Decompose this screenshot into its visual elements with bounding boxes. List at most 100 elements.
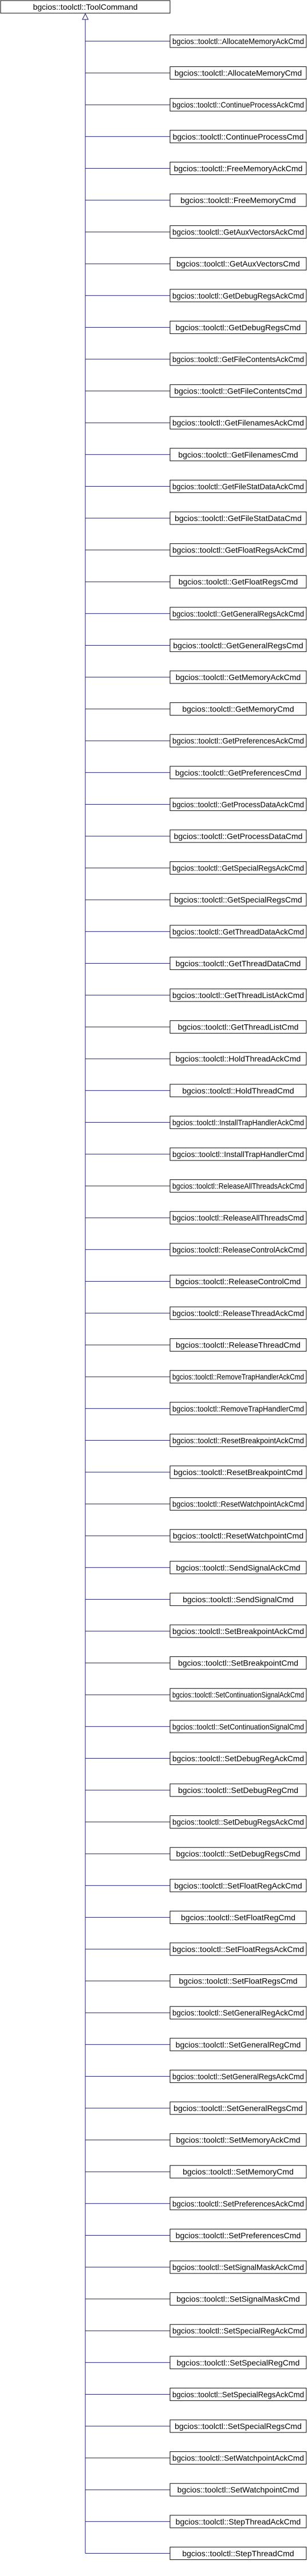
derived-class-node[interactable]: bgcios::toolctl::SetBreakpointCmd [169,1656,307,1670]
derived-class-node[interactable]: bgcios::toolctl::GetFilenamesAckCmd [169,416,307,430]
derived-class-node[interactable]: bgcios::toolctl::SetBreakpointAckCmd [169,1624,307,1638]
derived-class-label: bgcios::toolctl::SetPreferencesAckCmd [172,2199,304,2208]
derived-class-box [169,416,307,430]
derived-class-node[interactable]: bgcios::toolctl::SetMemoryAckCmd [169,2133,307,2147]
derived-class-node[interactable]: bgcios::toolctl::SetGeneralRegAckCmd [169,2006,307,2020]
derived-class-node[interactable]: bgcios::toolctl::ContinueProcessCmd [169,130,307,144]
derived-class-node[interactable]: bgcios::toolctl::StepThreadCmd [169,2546,307,2560]
derived-class-box [169,2197,307,2211]
derived-class-node[interactable]: bgcios::toolctl::SetGeneralRegsCmd [169,2101,307,2115]
derived-class-node[interactable]: bgcios::toolctl::InstallTrapHandlerAckCm… [169,1115,307,1129]
derived-class-node[interactable]: bgcios::toolctl::SetGeneralRegCmd [169,2038,307,2052]
derived-class-label: bgcios::toolctl::GetFilenamesCmd [178,450,298,459]
base-class-node[interactable]: bgcios::toolctl::ToolCommand [0,0,171,14]
derived-class-node[interactable]: bgcios::toolctl::ResetBreakpointAckCmd [169,1433,307,1447]
derived-class-node[interactable]: bgcios::toolctl::GetProcessDataCmd [169,829,307,843]
derived-class-node[interactable]: bgcios::toolctl::RemoveTrapHandlerCmd [169,1402,307,1416]
derived-class-node[interactable]: bgcios::toolctl::GetSpecialRegsAckCmd [169,861,307,875]
derived-class-node[interactable]: bgcios::toolctl::GetMemoryCmd [169,702,307,716]
derived-class-node[interactable]: bgcios::toolctl::GetGeneralRegsCmd [169,638,307,652]
derived-class-node[interactable]: bgcios::toolctl::SetDebugRegAckCmd [169,1751,307,1765]
derived-class-node[interactable]: bgcios::toolctl::GetThreadListCmd [169,1020,307,1034]
derived-class-node[interactable]: bgcios::toolctl::SendSignalCmd [169,1592,307,1606]
derived-class-box [169,893,307,907]
derived-class-node[interactable]: bgcios::toolctl::SetFloatRegCmd [169,1910,307,1924]
derived-class-node[interactable]: bgcios::toolctl::GetPreferencesCmd [169,766,307,780]
derived-class-node[interactable]: bgcios::toolctl::GetMemoryAckCmd [169,670,307,684]
derived-class-box [169,861,307,875]
derived-class-label: bgcios::toolctl::InstallTrapHandlerAckCm… [172,1118,304,1127]
derived-class-node[interactable]: bgcios::toolctl::StepThreadAckCmd [169,2515,307,2529]
derived-class-label: bgcios::toolctl::GetPreferencesCmd [175,768,301,777]
derived-class-node[interactable]: bgcios::toolctl::ReleaseThreadAckCmd [169,1306,307,1320]
derived-class-node[interactable]: bgcios::toolctl::ReleaseThreadCmd [169,1338,307,1352]
derived-class-node[interactable]: bgcios::toolctl::HoldThreadAckCmd [169,1052,307,1066]
derived-class-box [169,1433,307,1447]
derived-class-node[interactable]: bgcios::toolctl::ReleaseControlCmd [169,1274,307,1288]
derived-class-node[interactable]: bgcios::toolctl::SetDebugRegsAckCmd [169,1815,307,1829]
derived-class-node[interactable]: bgcios::toolctl::SetSpecialRegAckCmd [169,2324,307,2338]
derived-class-node[interactable]: bgcios::toolctl::SetSignalMaskCmd [169,2292,307,2306]
derived-class-node[interactable]: bgcios::toolctl::ResetWatchpointAckCmd [169,1497,307,1511]
derived-class-node[interactable]: bgcios::toolctl::GetFileContentsAckCmd [169,352,307,366]
derived-class-node[interactable]: bgcios::toolctl::GetSpecialRegsCmd [169,893,307,907]
derived-class-label: bgcios::toolctl::ContinueProcessAckCmd [172,100,304,109]
derived-class-node[interactable]: bgcios::toolctl::GetThreadListAckCmd [169,988,307,1002]
derived-class-node[interactable]: bgcios::toolctl::RemoveTrapHandlerAckCmd [169,1370,307,1384]
derived-class-box [169,734,307,748]
derived-class-box [169,543,307,557]
derived-class-node[interactable]: bgcios::toolctl::GetAuxVectorsCmd [169,257,307,271]
derived-class-node[interactable]: bgcios::toolctl::GetFloatRegsAckCmd [169,543,307,557]
derived-class-node[interactable]: bgcios::toolctl::SetMemoryCmd [169,2165,307,2179]
derived-class-node[interactable]: bgcios::toolctl::SetContinuationSignalAc… [169,1688,307,1702]
derived-class-label: bgcios::toolctl::GetFloatRegsAckCmd [172,546,304,555]
derived-class-node[interactable]: bgcios::toolctl::SetPreferencesCmd [169,2228,307,2242]
derived-class-node[interactable]: bgcios::toolctl::FreeMemoryCmd [169,193,307,207]
derived-class-box [169,1974,307,1988]
derived-class-node[interactable]: bgcios::toolctl::SetFloatRegsCmd [169,1974,307,1988]
derived-class-label: bgcios::toolctl::GetThreadListCmd [178,1023,299,1032]
derived-class-box [169,352,307,366]
derived-class-node[interactable]: bgcios::toolctl::GetProcessDataAckCmd [169,797,307,811]
derived-class-node[interactable]: bgcios::toolctl::ContinueProcessAckCmd [169,98,307,112]
derived-class-node[interactable]: bgcios::toolctl::AllocateMemoryCmd [169,66,307,80]
derived-class-node[interactable]: bgcios::toolctl::GetThreadDataAckCmd [169,925,307,939]
derived-class-node[interactable]: bgcios::toolctl::SetDebugRegsCmd [169,1847,307,1861]
derived-class-node[interactable]: bgcios::toolctl::GetFilenamesCmd [169,448,307,462]
derived-class-node[interactable]: bgcios::toolctl::GetFileStatDataCmd [169,511,307,525]
derived-class-node[interactable]: bgcios::toolctl::ReleaseControlAckCmd [169,1243,307,1257]
derived-class-node[interactable]: bgcios::toolctl::GetAuxVectorsAckCmd [169,225,307,239]
derived-class-box [169,1720,307,1734]
derived-class-node[interactable]: bgcios::toolctl::GetPreferencesAckCmd [169,734,307,748]
derived-class-node[interactable]: bgcios::toolctl::InstallTrapHandlerCmd [169,1147,307,1161]
derived-class-node[interactable]: bgcios::toolctl::GetThreadDataCmd [169,956,307,970]
derived-class-node[interactable]: bgcios::toolctl::SetSignalMaskAckCmd [169,2260,307,2274]
derived-class-node[interactable]: bgcios::toolctl::ReleaseAllThreadsAckCmd [169,1179,307,1193]
derived-class-label: bgcios::toolctl::SetDebugRegAckCmd [172,1754,304,1763]
derived-class-node[interactable]: bgcios::toolctl::SetPreferencesAckCmd [169,2197,307,2211]
derived-class-node[interactable]: bgcios::toolctl::SetWatchpointAckCmd [169,2451,307,2465]
derived-class-node[interactable]: bgcios::toolctl::ReleaseAllThreadsCmd [169,1211,307,1225]
derived-class-node[interactable]: bgcios::toolctl::SetSpecialRegCmd [169,2356,307,2370]
derived-class-node[interactable]: bgcios::toolctl::GetFileStatDataAckCmd [169,479,307,493]
derived-class-node[interactable]: bgcios::toolctl::ResetWatchpointCmd [169,1529,307,1543]
derived-class-node[interactable]: bgcios::toolctl::ResetBreakpointCmd [169,1465,307,1479]
derived-class-node[interactable]: bgcios::toolctl::SetContinuationSignalCm… [169,1720,307,1734]
derived-class-node[interactable]: bgcios::toolctl::GetFloatRegsCmd [169,575,307,589]
derived-class-node[interactable]: bgcios::toolctl::SetGeneralRegsAckCmd [169,2069,307,2083]
derived-class-node[interactable]: bgcios::toolctl::SetSpecialRegsCmd [169,2419,307,2433]
derived-class-label: bgcios::toolctl::SetFloatRegsCmd [179,1977,298,1986]
derived-class-node[interactable]: bgcios::toolctl::SetDebugRegCmd [169,1783,307,1797]
derived-class-node[interactable]: bgcios::toolctl::SendSignalAckCmd [169,1561,307,1575]
derived-class-node[interactable]: bgcios::toolctl::HoldThreadCmd [169,1084,307,1098]
derived-class-node[interactable]: bgcios::toolctl::SetSpecialRegsAckCmd [169,2387,307,2401]
derived-class-node[interactable]: bgcios::toolctl::GetFileContentsCmd [169,384,307,398]
derived-class-node[interactable]: bgcios::toolctl::SetFloatRegAckCmd [169,1879,307,1893]
derived-class-node[interactable]: bgcios::toolctl::GetDebugRegsAckCmd [169,289,307,303]
derived-class-node[interactable]: bgcios::toolctl::SetWatchpointCmd [169,2483,307,2497]
derived-class-node[interactable]: bgcios::toolctl::SetFloatRegsAckCmd [169,1942,307,1956]
derived-class-node[interactable]: bgcios::toolctl::FreeMemoryAckCmd [169,161,307,175]
derived-class-node[interactable]: bgcios::toolctl::GetDebugRegsCmd [169,320,307,334]
derived-class-node[interactable]: bgcios::toolctl::GetGeneralRegsAckCmd [169,607,307,621]
derived-class-node[interactable]: bgcios::toolctl::AllocateMemoryAckCmd [169,34,307,48]
